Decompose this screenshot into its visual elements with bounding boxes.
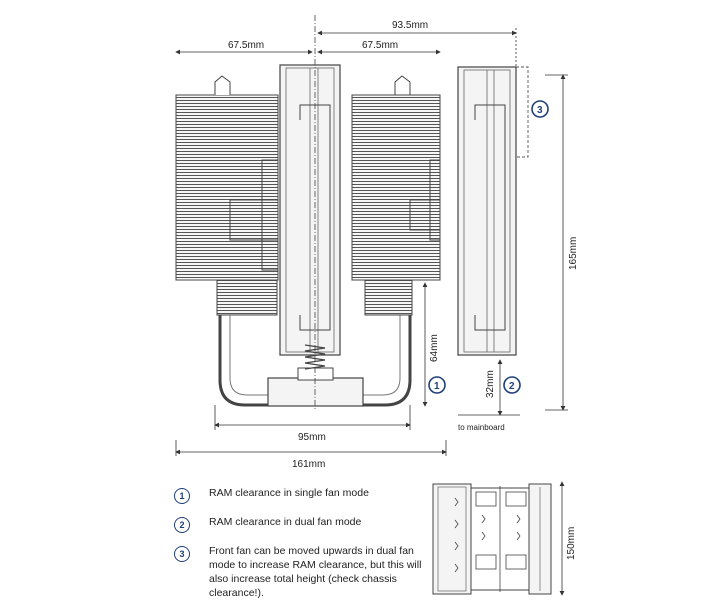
- right-cooler: [351, 66, 529, 356]
- dim-bottom-height: 150mm: [566, 527, 577, 560]
- legend-item-2: 2 RAM clearance in dual fan mode: [170, 515, 424, 533]
- legend-badge-3: 3: [174, 546, 190, 562]
- dim-base-span: 95mm: [298, 432, 326, 443]
- left-fin-stack: [175, 94, 279, 281]
- dim-fan-offset: 93.5mm: [392, 20, 428, 31]
- left-lower-block: [216, 279, 278, 316]
- dim-total-width: 161mm: [292, 459, 325, 470]
- right-fin-stack: [351, 94, 441, 281]
- left-top-tab: [214, 75, 231, 95]
- svg-text:2: 2: [509, 381, 515, 392]
- legend-text-1: RAM clearance in single fan mode: [209, 487, 369, 499]
- badge-2: 2: [503, 376, 521, 394]
- legend-item-1: 1 RAM clearance in single fan mode: [170, 486, 424, 504]
- dim-mainboard-label: to mainboard: [458, 423, 505, 432]
- left-base-plate: [267, 377, 364, 407]
- dim-ram-dual: 32mm: [485, 370, 496, 398]
- legend-badge-2: 2: [174, 517, 190, 533]
- legend-item-3: 3 Front fan can be moved upwards in dual…: [170, 544, 424, 600]
- badge-3: 3: [531, 100, 549, 118]
- dim-ram-single: 64mm: [429, 334, 440, 362]
- svg-text:1: 1: [434, 381, 440, 392]
- legend-badge-1: 1: [174, 488, 190, 504]
- badge-1: 1: [428, 376, 446, 394]
- legend-text-3: Front fan can be moved upwards in dual f…: [209, 545, 422, 599]
- legend-text-2: RAM clearance in dual fan mode: [209, 516, 362, 528]
- dim-total-height: 165mm: [568, 237, 579, 270]
- dim-top-left-width: 67.5mm: [228, 40, 264, 51]
- side-view-diagram: [432, 483, 552, 595]
- dimension-lines: [175, 28, 568, 596]
- svg-text:3: 3: [537, 105, 543, 116]
- dim-top-right-width: 67.5mm: [362, 40, 398, 51]
- fan-offset-dashed: [516, 66, 529, 158]
